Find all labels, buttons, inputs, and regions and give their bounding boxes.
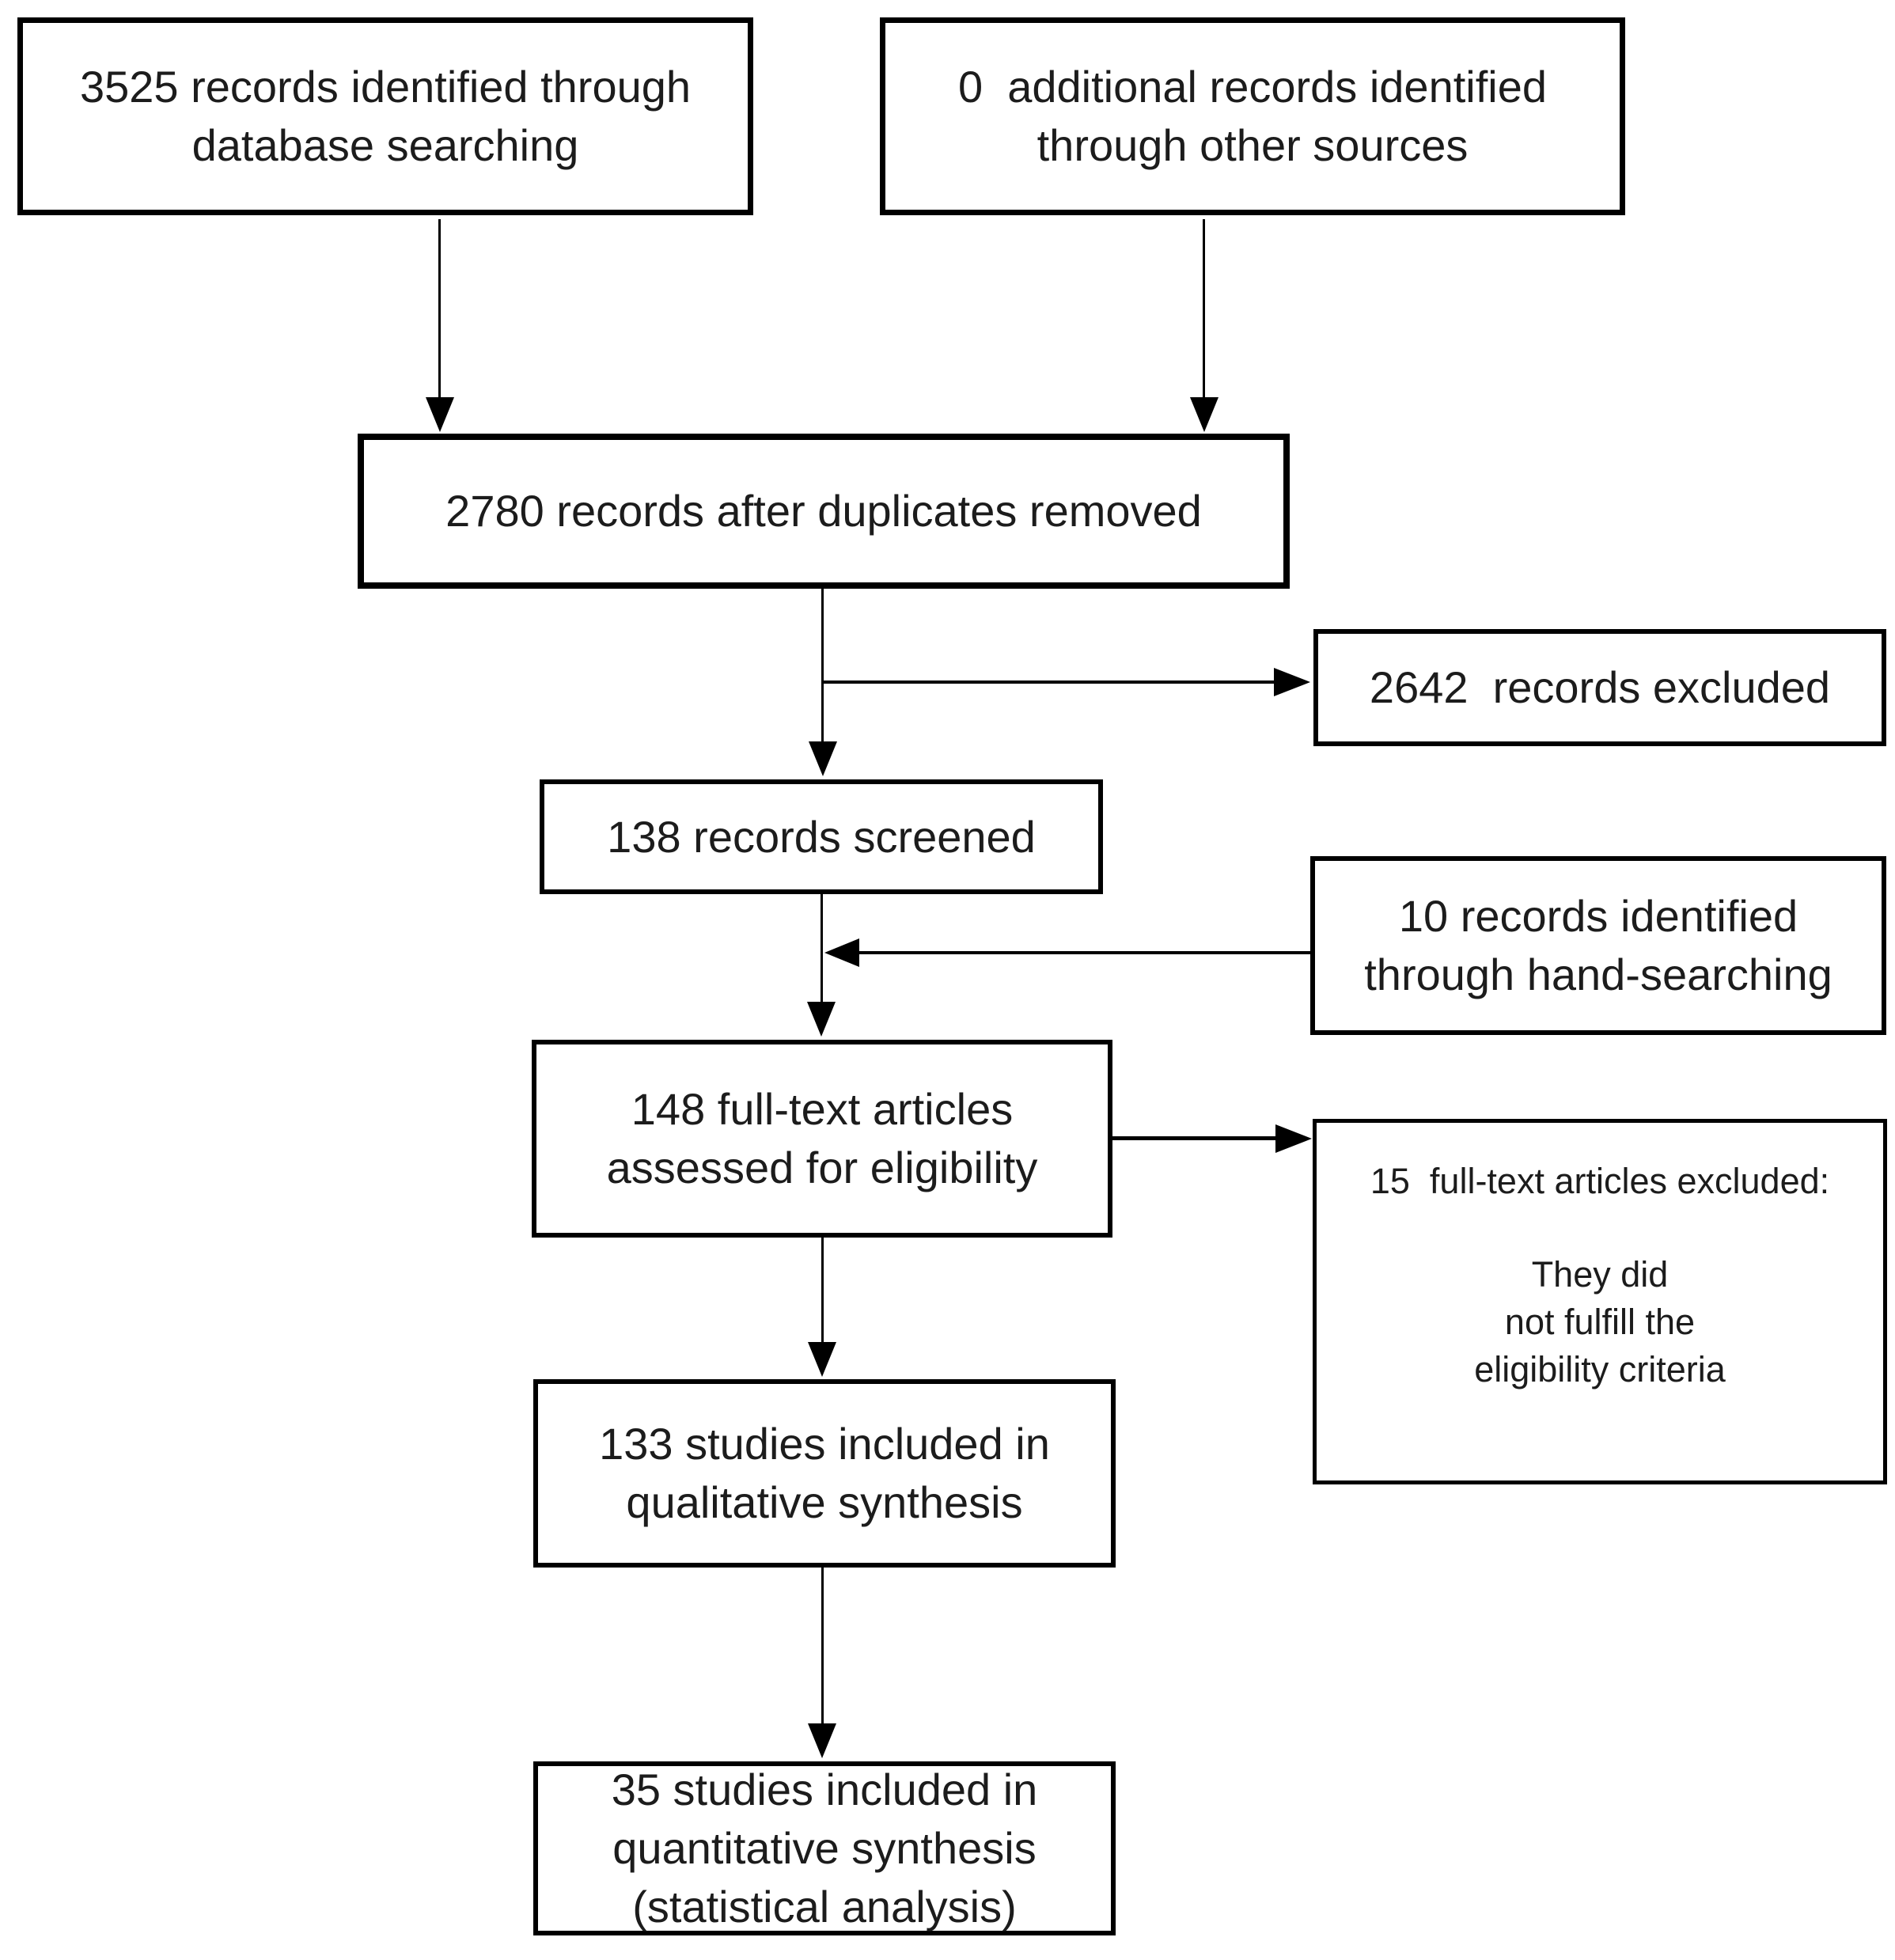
arrow-down-icon	[808, 1723, 836, 1758]
box-fulltext-excluded: 15 full-text articles excluded: They did…	[1313, 1119, 1887, 1484]
connector-other-sources-to-duplicates	[1203, 219, 1205, 399]
box-records-hand-searching: 10 records identified through hand-searc…	[1310, 856, 1886, 1035]
arrow-left-icon	[824, 938, 859, 967]
arrow-down-icon	[807, 1002, 836, 1037]
box-text-line: 133 studies included in	[599, 1419, 1050, 1469]
box-text-line: not fulfill the	[1504, 1302, 1696, 1342]
box-text-line: through hand-searching	[1364, 950, 1832, 999]
box-quantitative-synthesis: 35 studies included in quantitative synt…	[533, 1761, 1116, 1935]
box-text-line: (statistical analysis)	[632, 1882, 1017, 1932]
box-records-identified-database: 3525 records identified through database…	[17, 17, 753, 215]
box-text-line: 2642 records excluded	[1369, 662, 1831, 712]
box-text-line: 35 studies included in	[611, 1765, 1038, 1814]
connector-qualitative-to-quantitative	[821, 1568, 824, 1724]
connector-screened-to-fulltext	[821, 894, 823, 1003]
arrow-right-icon	[1275, 1124, 1312, 1153]
connector-duplicates-to-screened	[821, 589, 824, 742]
box-text-line: qualitative synthesis	[626, 1477, 1023, 1527]
arrow-down-icon	[809, 741, 837, 776]
box-records-after-duplicates: 2780 records after duplicates removed	[358, 434, 1290, 589]
box-text-line: database searching	[191, 120, 579, 170]
box-records-excluded: 2642 records excluded	[1313, 629, 1886, 746]
box-text-line: assessed for eligibility	[606, 1143, 1038, 1192]
box-text-line: They did	[1531, 1254, 1669, 1295]
box-text-line: 138 records screened	[607, 811, 1036, 862]
arrow-right-icon	[1274, 668, 1310, 696]
box-fulltext-assessed: 148 full-text articles assessed for elig…	[532, 1040, 1112, 1238]
box-text-line: eligibility criteria	[1474, 1349, 1726, 1389]
connector-fulltext-to-qualitative	[821, 1238, 824, 1344]
box-text-heading: 15 full-text articles excluded:	[1370, 1161, 1830, 1201]
box-text-line: quantitative synthesis	[612, 1823, 1037, 1873]
box-records-screened: 138 records screened	[540, 779, 1103, 894]
box-text-line: 3525 records identified through	[79, 62, 692, 112]
connector-hand-searching-to-flow	[859, 951, 1310, 954]
connector-branch-to-records-excluded	[823, 681, 1275, 684]
box-qualitative-synthesis: 133 studies included in qualitative synt…	[533, 1379, 1116, 1568]
box-additional-records-other-sources: 0 additional records identified through …	[880, 17, 1625, 215]
arrow-down-icon	[1190, 397, 1218, 432]
box-text-line: 0 additional records identified	[957, 62, 1548, 112]
arrow-down-icon	[808, 1342, 836, 1377]
connector-fulltext-to-excluded	[1112, 1136, 1275, 1140]
connector-database-to-duplicates	[438, 219, 441, 399]
box-text-line: 10 records identified	[1398, 891, 1798, 941]
arrow-down-icon	[426, 397, 454, 432]
box-text-line: 148 full-text articles	[631, 1084, 1014, 1134]
box-text-line: through other sources	[1037, 120, 1469, 170]
box-text-line: 2780 records after duplicates removed	[445, 486, 1202, 536]
